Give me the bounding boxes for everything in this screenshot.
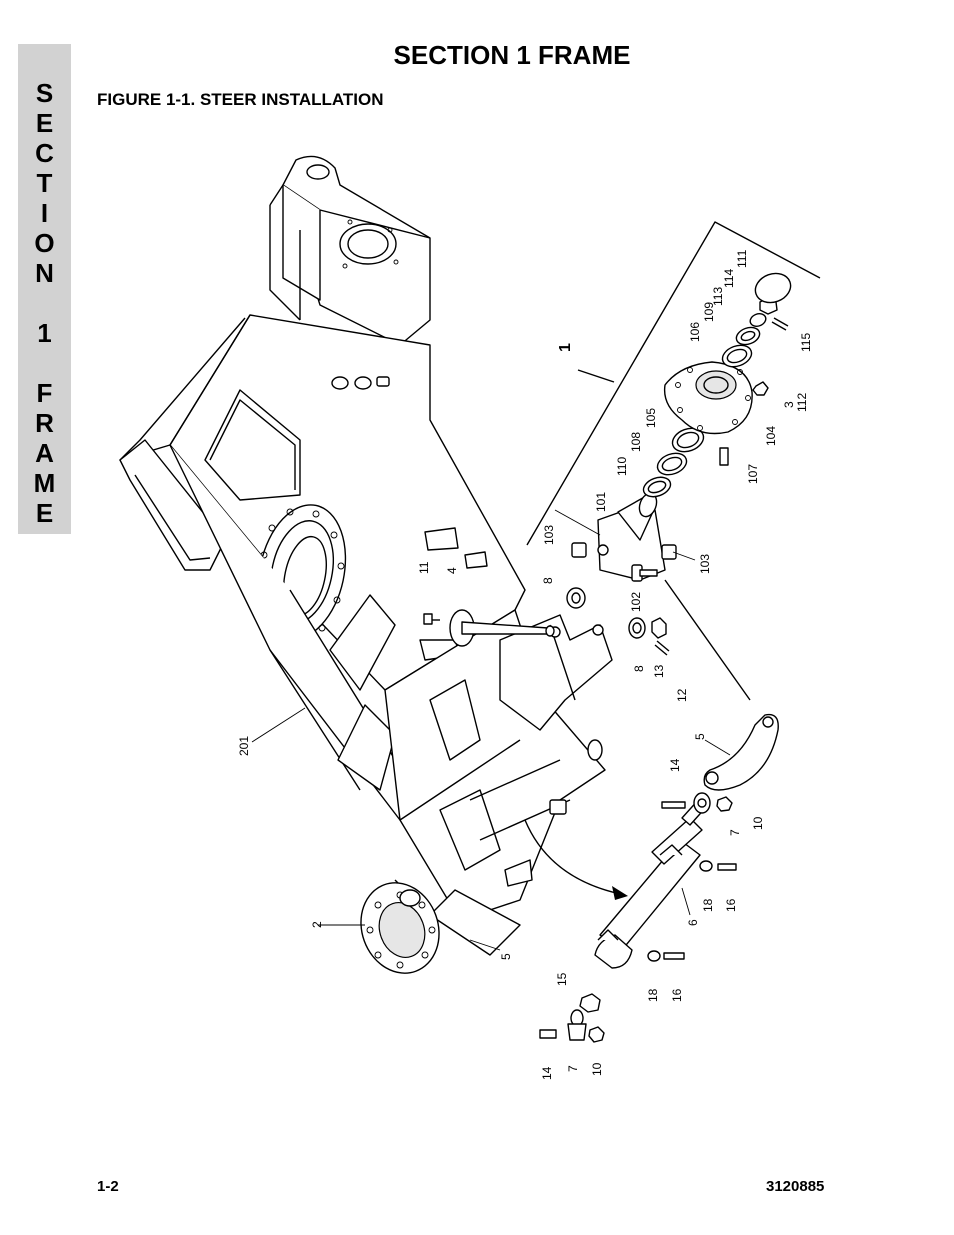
steer-pin <box>423 609 555 647</box>
callout-label: 107 <box>746 464 760 484</box>
callout-label: 13 <box>652 664 666 678</box>
callout-label: 110 <box>615 457 629 476</box>
callout-label: 103 <box>542 525 556 545</box>
side-tab-letter: F <box>36 378 53 408</box>
callout-label: 109 <box>702 302 716 322</box>
callout-label: 8 <box>541 577 555 584</box>
callout-label: 104 <box>764 426 778 446</box>
callout-label: 3 <box>782 401 796 408</box>
callout-label: 14 <box>668 758 682 772</box>
callout-label: 102 <box>629 592 643 612</box>
spindle-assembly <box>526 221 821 701</box>
callout-label: 113 <box>711 287 725 306</box>
callout-label: 8 <box>632 665 646 672</box>
side-tab-letter: C <box>35 138 54 168</box>
callout-label: 115 <box>799 333 813 352</box>
callout-label: 105 <box>644 408 658 428</box>
callout-label: 16 <box>724 898 738 912</box>
side-tab-letter: R <box>35 408 54 438</box>
side-tab-letter: I <box>40 198 49 228</box>
callout-label: 106 <box>688 322 702 342</box>
figure-caption: FIGURE 1-1. STEER INSTALLATION <box>97 90 384 109</box>
side-tab-letter: E <box>35 108 54 138</box>
side-tab-letter: M <box>33 468 56 498</box>
side-tab-letter: O <box>34 228 55 258</box>
callout-label: 10 <box>751 816 765 830</box>
callout-label: 6 <box>686 919 700 926</box>
callout-label: 11 <box>417 561 431 574</box>
page-title: SECTION 1 FRAME <box>393 40 631 70</box>
page-number: 1-2 <box>97 1178 119 1195</box>
callout-label: 4 <box>445 567 459 574</box>
callout-label: 5 <box>499 953 513 960</box>
callout-label: 16 <box>670 988 684 1002</box>
callout-label: 7 <box>566 1065 580 1072</box>
callout-label: 2 <box>310 921 324 928</box>
callout-label: 18 <box>701 898 715 912</box>
callout-label: 14 <box>540 1066 554 1080</box>
callout-label: 111 <box>735 249 749 268</box>
cylinder-end-hardware <box>539 993 605 1043</box>
callout-label: 5 <box>693 733 707 740</box>
leader-lines <box>251 509 731 951</box>
callout-labels: 1 111 114 113 109 106 115 3 112 104 105 … <box>237 249 813 1080</box>
section-side-tab: S E C T I O N 1 F R A M E <box>18 44 71 534</box>
callout-label: 7 <box>728 829 742 836</box>
frame-assembly <box>119 155 628 974</box>
side-tab-letter: N <box>35 258 54 288</box>
callout-label: 101 <box>594 492 608 512</box>
callout-label: 108 <box>629 432 643 452</box>
kingpin-hardware <box>566 587 670 656</box>
side-tab-letter: A <box>35 438 54 468</box>
callout-label: 10 <box>590 1062 604 1076</box>
callout-label: 18 <box>646 988 660 1002</box>
callout-label: 201 <box>237 736 251 756</box>
callout-label: 1 <box>557 343 574 352</box>
callout-label: 112 <box>795 393 809 412</box>
callout-label: 15 <box>555 972 569 986</box>
tie-rod <box>703 713 779 791</box>
callout-label: 12 <box>675 688 689 702</box>
side-tab-letter: T <box>36 168 53 198</box>
side-tab-letter: E <box>35 498 54 528</box>
callout-label: 103 <box>698 554 712 574</box>
steer-cylinder <box>594 792 737 969</box>
side-tab-letter: 1 <box>37 318 52 348</box>
side-tab-letter: S <box>35 78 54 108</box>
callout-label: 114 <box>722 269 736 288</box>
document-number: 3120885 <box>766 1178 825 1195</box>
